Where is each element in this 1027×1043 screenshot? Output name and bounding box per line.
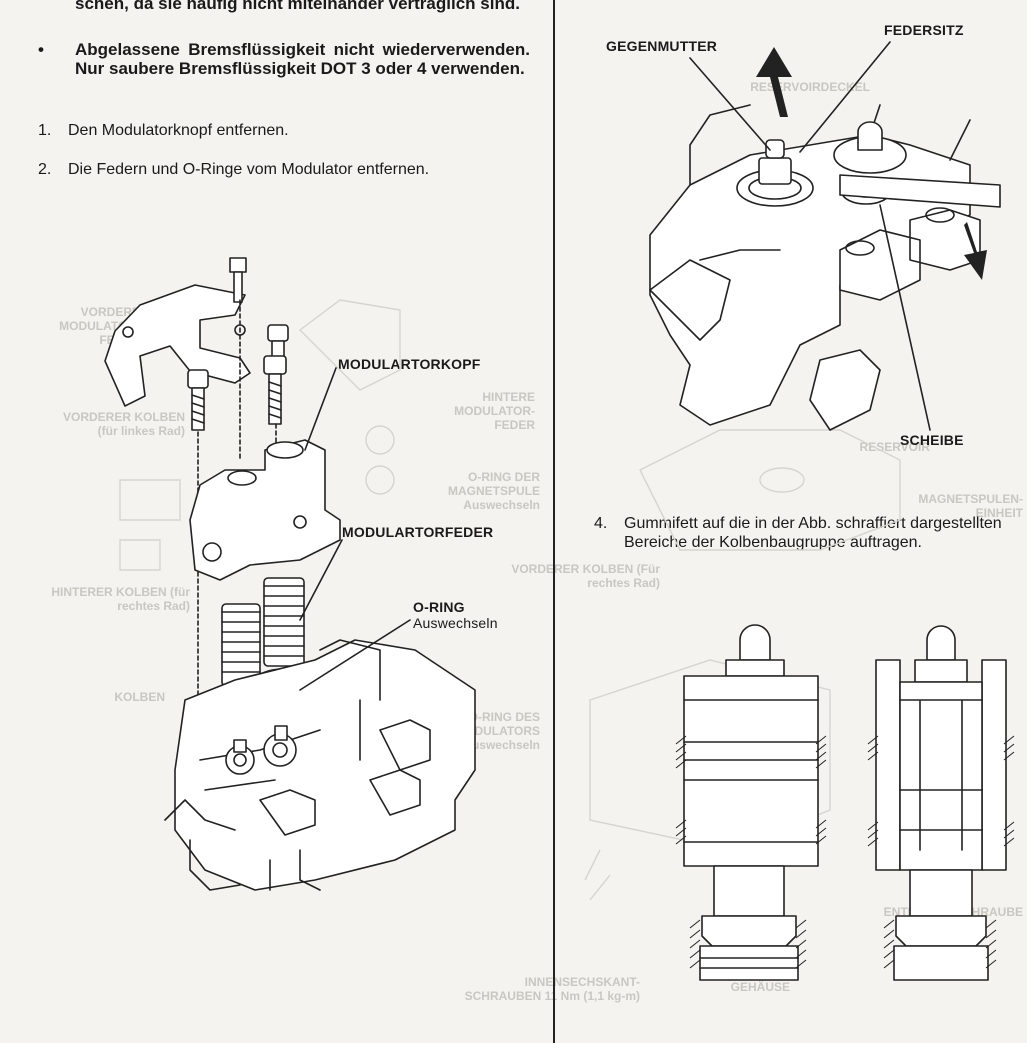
label-washer: SCHEIBE xyxy=(900,432,964,448)
ghost-text: O-RING DES MODULATORS Auswechseln xyxy=(455,710,540,752)
label-o-ring-sub: Auswechseln xyxy=(413,615,498,631)
step-number: 2. xyxy=(38,161,52,178)
modulator-exploded-drawing xyxy=(104,257,476,891)
ghost-text: RESERVOIR xyxy=(859,440,930,454)
warning-tail: schen, da sie häufig nicht miteinander v… xyxy=(75,0,520,13)
ghost-text: GEHÄUSE xyxy=(730,980,790,994)
label-modulator-spring: MODULARTORFEDER xyxy=(342,524,494,540)
label-o-ring-title: O-RING xyxy=(413,599,465,615)
label-modulator-knob: MODULARTORKOPF xyxy=(338,356,481,372)
modulator-locknut-drawing xyxy=(649,41,1001,431)
label-spring-seat: FEDERSITZ xyxy=(884,22,964,38)
step-text: Die Federn und O-Ringe vom Modulator ent… xyxy=(68,161,430,178)
ghost-text: HINTERE MODULATOR-FEDER xyxy=(454,390,535,432)
spring-right xyxy=(263,577,305,667)
grease-hatching xyxy=(675,735,1015,969)
step-number: 1. xyxy=(38,122,52,139)
ghost-drawing xyxy=(119,299,901,901)
step-number: 4. xyxy=(594,515,608,532)
ghost-text: VORDERER KOLBEN (Für rechtes Rad) xyxy=(511,562,660,590)
label-o-ring: O-RING Auswechseln xyxy=(413,599,498,631)
ghost-text: KOLBEN xyxy=(114,690,165,704)
label-locknut: GEGENMUTTER xyxy=(606,38,718,54)
ghost-text: O-RING DER MAGNETSPULE Auswechseln xyxy=(447,470,540,512)
piston-assembly-section xyxy=(875,625,1007,981)
step-text: Gummifett auf die in der Abb. schraffier… xyxy=(624,515,1002,551)
bullet-text: Abgelassene Bremsflüssigkeit nicht wiede… xyxy=(75,40,530,78)
ghost-text: HINTERER KOLBEN (für rechtes Rad) xyxy=(51,585,190,613)
step-text: Den Modulatorknopf entfernen. xyxy=(68,122,289,139)
column-divider xyxy=(553,0,555,1043)
ghost-text: VORDERER KOLBEN (für linkes Rad) xyxy=(62,410,185,438)
bullet-symbol: • xyxy=(38,40,44,59)
ghost-text: MAGNETSPULEN-EINHEIT xyxy=(918,492,1023,520)
spring-left xyxy=(221,603,261,687)
piston-assembly-external xyxy=(683,624,819,981)
